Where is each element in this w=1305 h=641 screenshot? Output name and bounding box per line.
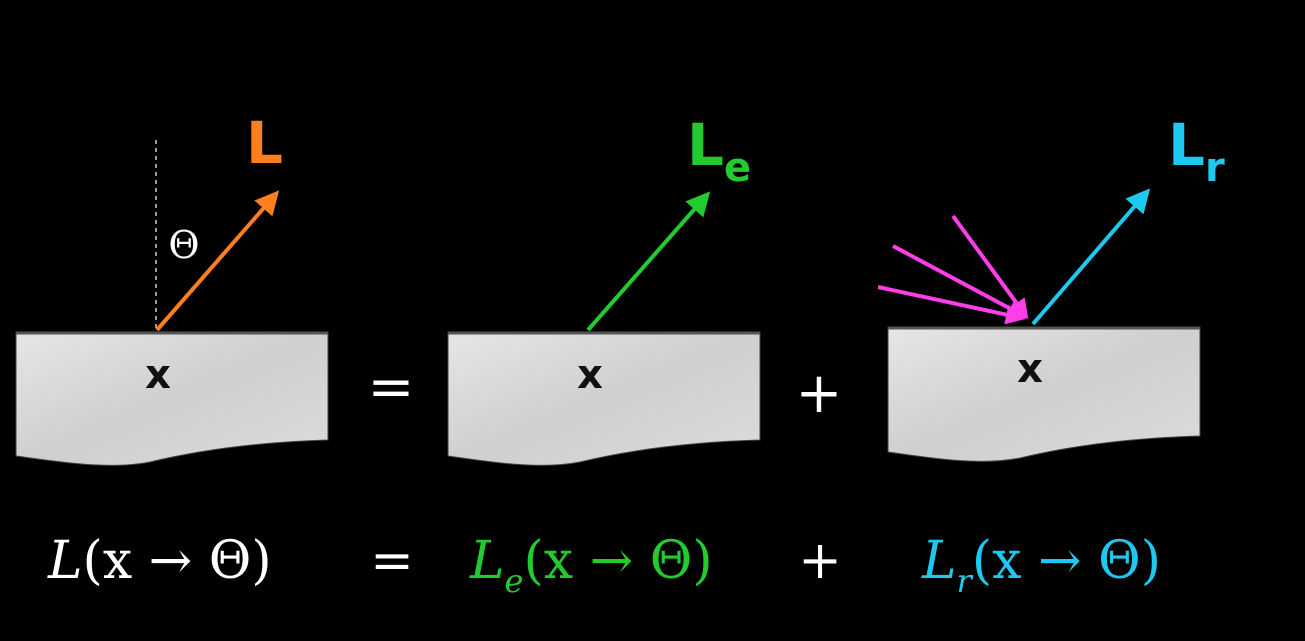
plus-operator: + <box>796 361 843 426</box>
panel-reflected: Lr x <box>877 111 1225 462</box>
total-radiance-arrow <box>155 190 280 332</box>
emitted-radiance-arrow <box>586 191 711 332</box>
point-x-label-total: x <box>145 352 171 398</box>
equation-emitted-term: Le(x → Θ) <box>469 531 713 600</box>
incoming-light-ray-3 <box>877 285 1026 325</box>
total-arrow-label: L <box>246 109 283 177</box>
point-x-label-reflected: x <box>1017 346 1043 392</box>
equation-plus: + <box>798 531 842 591</box>
panel-emitted: Le x <box>447 111 761 466</box>
incoming-light-ray-2 <box>892 244 1028 318</box>
equation-equals: = <box>370 531 414 591</box>
angle-theta-label: Θ <box>168 223 199 267</box>
emitted-arrow-label: Le <box>687 111 751 191</box>
equation-total-term: L(x → Θ) <box>47 531 272 591</box>
surface-slab-reflected <box>887 326 1201 462</box>
equals-operator: = <box>368 355 415 420</box>
incoming-light-ray-1 <box>951 214 1029 320</box>
panel-total: Θ L x <box>15 109 329 466</box>
equation-row: L(x → Θ) = Le(x → Θ) + Lr(x → Θ) <box>47 531 1161 600</box>
surface-slab-emitted <box>447 331 761 466</box>
point-x-label-emitted: x <box>577 352 603 398</box>
surface-slab-total <box>15 331 329 466</box>
reflected-arrow-label: Lr <box>1168 111 1225 191</box>
reflected-radiance-arrow <box>1031 188 1151 326</box>
equation-reflected-term: Lr(x → Θ) <box>921 531 1161 600</box>
